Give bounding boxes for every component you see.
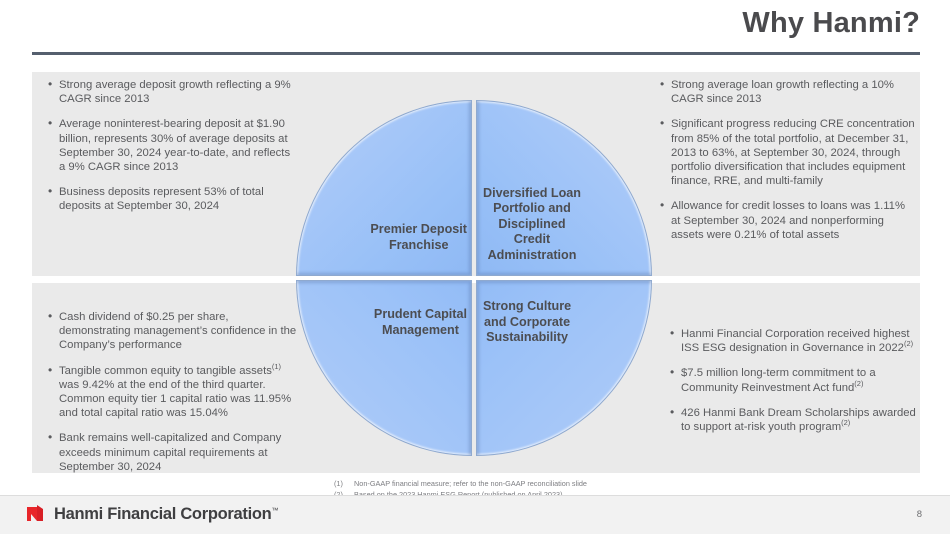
footnote-marker: (2) [334,489,343,499]
list-item: Hanmi Financial Corporation received hig… [668,326,916,355]
footnote-text: Based on the 2023 Hanmi ESG Report (publ… [354,489,563,499]
footer-company-name: Hanmi Financial Corporation™ [54,504,279,523]
list-item-text: $7.5 million long-term commitment to a C… [681,367,876,394]
bullets-top-right: Strong average loan growth reflecting a … [658,77,916,242]
list-item: 426 Hanmi Bank Dream Scholarships awarde… [668,405,916,434]
footnotes: (1) Non-GAAP financial measure; refer to… [334,479,587,500]
footnote-item: (1) Non-GAAP financial measure; refer to… [334,479,587,490]
list-item: Strong average loan growth reflecting a … [658,77,916,106]
page-number: 8 [916,509,922,520]
page-title: Why Hanmi? [742,7,920,39]
list-item: $7.5 million long-term commitment to a C… [668,365,916,394]
list-item: Business deposits represent 53% of total… [46,184,294,213]
bullets-bottom-right: Hanmi Financial Corporation received hig… [668,326,916,434]
hanmi-logo-icon [27,505,43,521]
bullets-top-left: Strong average deposit growth reflecting… [46,77,294,214]
list-item: Allowance for credit losses to loans was… [658,198,916,242]
footer-logo: Hanmi Financial Corporation™ [26,504,278,524]
list-item-text: Cash dividend of $0.25 per share, demons… [59,311,297,352]
list-item-text: Bank remains well-capitalized and Compan… [59,432,282,473]
footnote-item: (2) Based on the 2023 Hanmi ESG Report (… [334,490,587,501]
list-item: Significant progress reducing CRE concen… [658,116,916,188]
footnote-text: Non-GAAP financial measure; refer to the… [354,479,587,488]
footnote-ref: (1) [271,361,282,371]
list-item-text: 426 Hanmi Bank Dream Scholarships awarde… [681,406,916,434]
list-item-text-cont: was 9.42% at the end of the third quarte… [59,378,292,420]
footnote-marker: (1) [334,479,343,488]
list-item: Cash dividend of $0.25 per share, demons… [46,309,298,353]
list-item: Strong average deposit growth reflecting… [46,77,294,106]
list-item: Bank remains well-capitalized and Compan… [46,430,298,474]
trademark-symbol: ™ [271,507,279,514]
list-item: Tangible common equity to tangible asset… [46,361,298,421]
list-item-text: Hanmi Financial Corporation received hig… [681,328,910,355]
bullets-bottom-left: Cash dividend of $0.25 per share, demons… [46,309,298,474]
footnote-ref: (2) [854,378,864,388]
list-item-text: Tangible common equity to tangible asset… [59,364,272,377]
footnote-ref: (2) [903,339,914,349]
title-divider [32,52,920,55]
list-item: Average noninterest-bearing deposit at $… [46,116,294,174]
footnote-ref: (2) [841,418,851,428]
footer-bar: Hanmi Financial Corporation™ 8 [0,495,950,534]
